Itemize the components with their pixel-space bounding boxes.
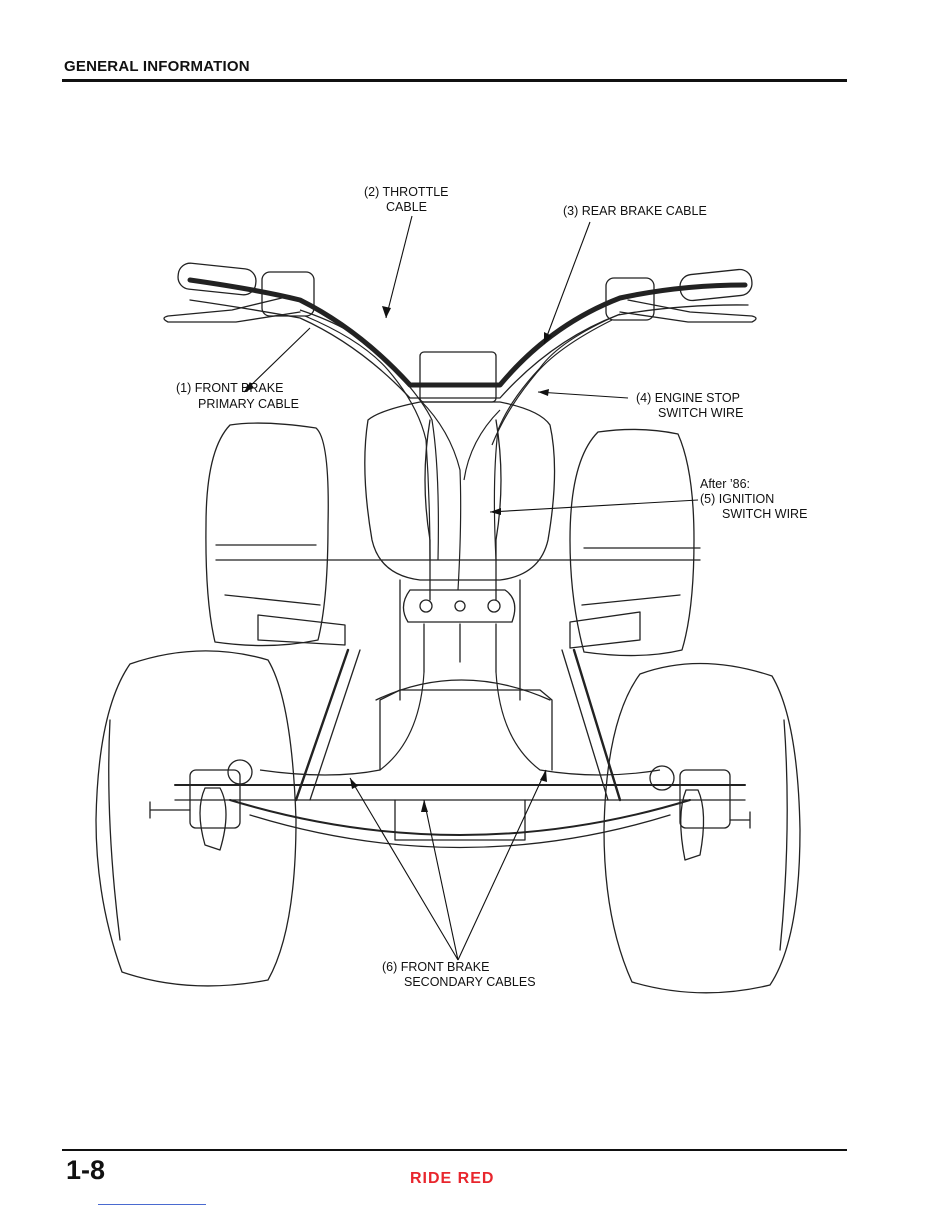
front-brake-secondary-label-line2: SECONDARY CABLES	[404, 975, 536, 989]
handlebar	[187, 277, 748, 388]
right-grip	[679, 268, 753, 302]
ride-red-watermark: RIDE RED	[410, 1170, 495, 1187]
section-title: GENERAL INFORMATION	[64, 58, 250, 75]
page-number: 1-8	[66, 1155, 106, 1185]
front-brake-primary-label-line1: (1) FRONT BRAKE	[176, 381, 283, 395]
footer-divider	[62, 1149, 847, 1151]
fuel-tank	[364, 401, 556, 581]
front-right-tire	[569, 428, 695, 657]
ignition-label-line0: After ’86:	[700, 477, 750, 491]
footer-underline	[98, 1204, 206, 1205]
engine-stop-label-line2: SWITCH WIRE	[658, 406, 743, 420]
header-divider	[62, 79, 847, 82]
front-brake-secondary-label-line1: (6) FRONT BRAKE	[382, 960, 489, 974]
front-brake-primary-label-line2: PRIMARY CABLE	[198, 397, 299, 411]
ignition-label-line1: (5) IGNITION	[700, 492, 774, 506]
rear-brake-cable-label: (3) REAR BRAKE CABLE	[563, 204, 707, 218]
brake-equalizer	[402, 589, 516, 623]
ignition-label-line2: SWITCH WIRE	[722, 507, 807, 521]
front-left-tire	[205, 422, 329, 647]
rear-left-tire	[95, 650, 297, 987]
rear-right-tire	[603, 662, 801, 994]
left-grip	[177, 262, 257, 296]
engine-stop-label-line1: (4) ENGINE STOP	[636, 391, 740, 405]
throttle-cable-label-line2: CABLE	[386, 200, 427, 214]
throttle-cable-label-line1: (2) THROTTLE	[364, 185, 449, 199]
